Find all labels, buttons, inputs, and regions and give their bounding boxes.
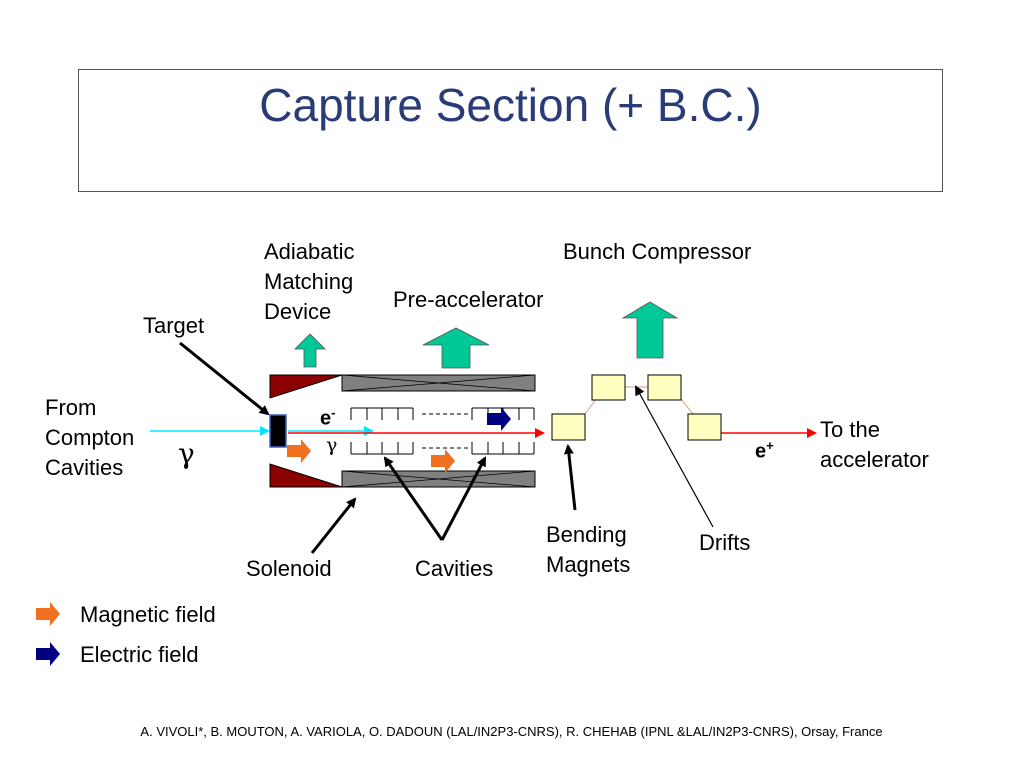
bending-magnet-4	[687, 413, 722, 441]
solenoid-label: Solenoid	[246, 556, 332, 581]
target-label: Target	[143, 313, 205, 338]
to-accelerator-label: To the accelerator	[820, 417, 929, 472]
cavities-pointer-right	[440, 456, 487, 541]
cavity-left	[350, 407, 414, 455]
bending-magnets-pointer	[563, 444, 577, 511]
electric-field-legend-icon	[36, 642, 60, 666]
pre-accelerator-label: Pre-accelerator	[393, 287, 544, 312]
magnetic-field-arrow-amd	[287, 439, 311, 463]
bending-magnet-3	[647, 374, 682, 401]
footer-credits: A. VIVOLI*, B. MOUTON, A. VARIOLA, O. DA…	[140, 724, 883, 739]
amd-wedge-bottom	[269, 463, 343, 488]
legend-label: Magnetic field	[80, 602, 216, 627]
legend-label: Electric field	[80, 642, 199, 667]
title-box: Capture Section (+ B.C.)	[78, 69, 943, 192]
target-pointer	[179, 341, 270, 416]
amd-label: Adiabatic Matching Device	[264, 239, 355, 324]
up-arrow-bunch-compressor	[621, 301, 679, 359]
solenoid-pointer	[310, 497, 357, 554]
bending-magnets-label: Bending Magnets	[546, 522, 631, 577]
cavities-pointer-left	[383, 456, 444, 541]
slide-title: Capture Section (+ B.C.)	[259, 79, 762, 131]
positron-label: e+	[755, 438, 774, 463]
gamma-small-label: γ	[326, 434, 338, 456]
electron-label: e-	[320, 405, 336, 430]
bunch-compressor-label: Bunch Compressor	[563, 239, 752, 264]
bending-magnet-1	[551, 413, 586, 441]
magnetic-field-legend-icon	[36, 602, 60, 626]
target-block	[269, 414, 287, 448]
cavity-dashes	[422, 413, 470, 449]
cavity-right	[471, 407, 535, 455]
amd-wedge-top	[269, 374, 343, 399]
magnetic-field-arrow-cavity	[431, 449, 455, 473]
solenoid-top	[341, 374, 536, 392]
drifts-label: Drifts	[699, 530, 751, 555]
up-arrow-amd	[294, 333, 326, 368]
cavities-label: Cavities	[415, 556, 494, 581]
drifts-pointer	[635, 385, 714, 528]
electric-field-arrow-cavity	[487, 407, 511, 431]
bending-magnet-2	[591, 374, 626, 401]
from-compton-label: From Compton Cavities	[45, 395, 135, 480]
gamma-big-label: γ	[178, 437, 195, 470]
solenoid-bottom	[341, 470, 536, 488]
up-arrow-preaccelerator	[422, 327, 490, 369]
